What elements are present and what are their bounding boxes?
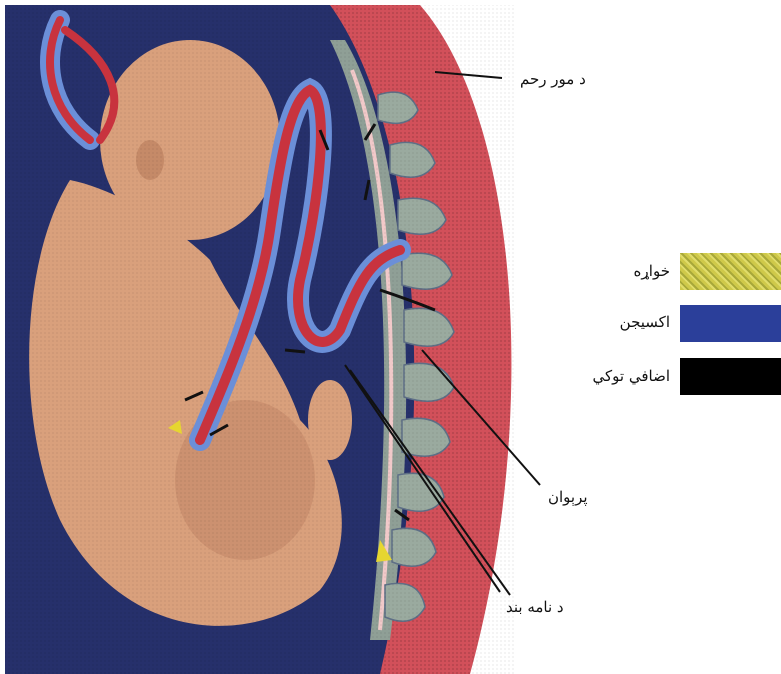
legend-swatch-oxygen (680, 305, 781, 342)
umbilical-cord-label: د نامه بند (506, 598, 564, 616)
legend-label-oxygen: اکسیجن (590, 313, 670, 331)
legend-swatch-waste (680, 358, 781, 395)
legend-swatch-nutrients (680, 253, 781, 290)
legend-label-waste: اضافي توکي (590, 367, 670, 385)
placenta-label: پرېوان (548, 488, 588, 506)
legend-label-nutrients: خواړه (590, 262, 670, 280)
uterus-wall-label: د مور رحم (520, 70, 586, 88)
